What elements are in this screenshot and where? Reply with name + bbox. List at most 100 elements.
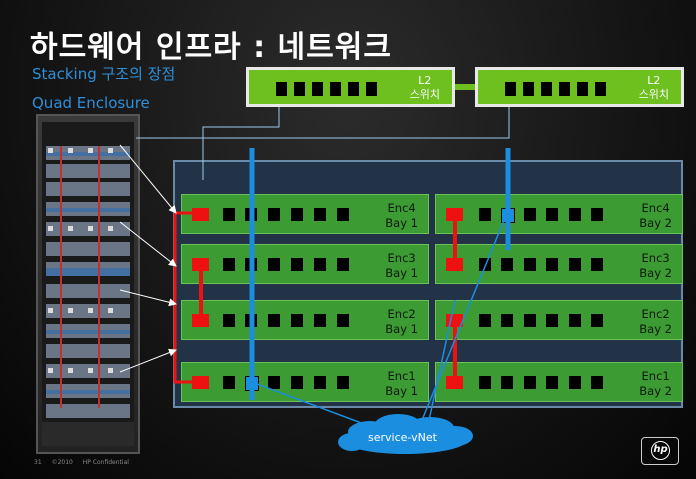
subtitle-stacking: Stacking 구조의 장점 xyxy=(32,65,176,83)
port xyxy=(314,314,326,327)
bay-number-label: Bay 1 xyxy=(385,266,418,280)
enc-label: Enc1 xyxy=(641,369,670,383)
switch-label-top: L2 xyxy=(418,74,432,87)
bay-enc1-bay1[interactable]: Enc1 Bay 1 xyxy=(181,362,429,402)
switch-port xyxy=(523,82,534,96)
port xyxy=(314,258,326,271)
enc-label: Enc4 xyxy=(387,201,416,215)
bay-enc4-bay1[interactable]: Enc4 Bay 1 xyxy=(181,194,429,234)
port xyxy=(591,258,603,271)
arrow xyxy=(119,144,177,214)
arrow xyxy=(119,289,177,307)
l2-switch-1[interactable]: L2 스위치 xyxy=(246,67,455,107)
vnet-link-2 xyxy=(419,212,508,426)
rack-image xyxy=(36,114,140,454)
switch-port xyxy=(348,82,359,96)
bay-label: Enc3 Bay 2 xyxy=(639,251,672,281)
stack-port xyxy=(446,376,463,389)
port xyxy=(223,314,235,327)
bay-number-label: Bay 1 xyxy=(385,216,418,230)
port xyxy=(291,208,303,221)
switch-port xyxy=(577,82,588,96)
bay-label: Enc1 Bay 1 xyxy=(385,369,418,399)
bay-number-label: Bay 1 xyxy=(385,384,418,398)
port xyxy=(569,208,581,221)
port xyxy=(591,376,603,389)
bay-number-label: Bay 2 xyxy=(639,322,672,336)
port xyxy=(314,208,326,221)
port xyxy=(546,376,558,389)
enc-label: Enc2 xyxy=(387,307,416,321)
bay-label: Enc2 Bay 1 xyxy=(385,307,418,337)
enc-label: Enc3 xyxy=(387,251,416,265)
port xyxy=(268,376,280,389)
hp-logo-mark: hp xyxy=(651,441,670,460)
confidential-note: HP Confidential xyxy=(82,459,129,466)
vnet-link-1 xyxy=(251,381,381,431)
switch-port xyxy=(559,82,570,96)
stack-port xyxy=(192,208,209,221)
bay-number-label: Bay 2 xyxy=(639,266,672,280)
stack-port xyxy=(192,376,209,389)
bay-label: Enc4 Bay 1 xyxy=(385,201,418,231)
switch-port xyxy=(294,82,305,96)
port xyxy=(314,376,326,389)
bay-enc4-bay2[interactable]: Enc4 Bay 2 xyxy=(435,194,683,234)
bay-label: Enc3 Bay 1 xyxy=(385,251,418,281)
port xyxy=(479,208,491,221)
port xyxy=(337,208,349,221)
port xyxy=(479,376,491,389)
port xyxy=(479,314,491,327)
port xyxy=(569,314,581,327)
stacking-loop xyxy=(173,211,198,384)
bay-enc2-bay2[interactable]: Enc2 Bay 2 xyxy=(435,300,683,340)
rack-drawing xyxy=(42,122,134,446)
bay-label: Enc1 Bay 2 xyxy=(639,369,672,399)
switch-label-bottom: 스위치 xyxy=(409,88,440,101)
bay-enc3-bay1[interactable]: Enc3 Bay 1 xyxy=(181,244,429,284)
switch-label-top: L2 xyxy=(647,74,661,87)
port xyxy=(524,314,536,327)
bay-label: Enc2 Bay 2 xyxy=(639,307,672,337)
switch-label: L2 스위치 xyxy=(639,74,669,102)
port xyxy=(546,258,558,271)
port xyxy=(337,258,349,271)
port xyxy=(268,208,280,221)
port xyxy=(501,376,513,389)
port xyxy=(268,258,280,271)
enc-label: Enc2 xyxy=(641,307,670,321)
switch-label: L2 스위치 xyxy=(410,74,440,102)
service-vnet-cloud xyxy=(338,414,473,454)
hp-logo: hp xyxy=(641,437,679,465)
copyright: ©2010 xyxy=(51,459,73,466)
port xyxy=(546,208,558,221)
switch-port xyxy=(595,82,606,96)
bay-number-label: Bay 1 xyxy=(385,322,418,336)
subtitle-enclosure: Quad Enclosure xyxy=(32,94,150,112)
bay-number-label: Bay 2 xyxy=(639,384,672,398)
switch-port xyxy=(541,82,552,96)
port xyxy=(569,258,581,271)
footer: 31 ©2010 HP Confidential xyxy=(34,459,137,466)
bay-enc1-bay2[interactable]: Enc1 Bay 2 xyxy=(435,362,683,402)
switch-port xyxy=(330,82,341,96)
uplink-line-2 xyxy=(136,107,510,139)
enc-label: Enc1 xyxy=(387,369,416,383)
port xyxy=(291,314,303,327)
cloud-label: service-vNet xyxy=(368,431,437,444)
port xyxy=(501,258,513,271)
page-title: 하드웨어 인프라 : 네트워크 xyxy=(30,30,392,65)
port xyxy=(291,376,303,389)
port xyxy=(569,376,581,389)
switch-port xyxy=(276,82,287,96)
port xyxy=(337,314,349,327)
arrow xyxy=(119,221,177,267)
stack-port xyxy=(192,314,209,327)
port xyxy=(337,376,349,389)
enc-label: Enc4 xyxy=(641,201,670,215)
port xyxy=(223,258,235,271)
port xyxy=(223,376,235,389)
l2-switch-2[interactable]: L2 스위치 xyxy=(475,67,684,107)
switch-interconnect xyxy=(455,84,475,90)
